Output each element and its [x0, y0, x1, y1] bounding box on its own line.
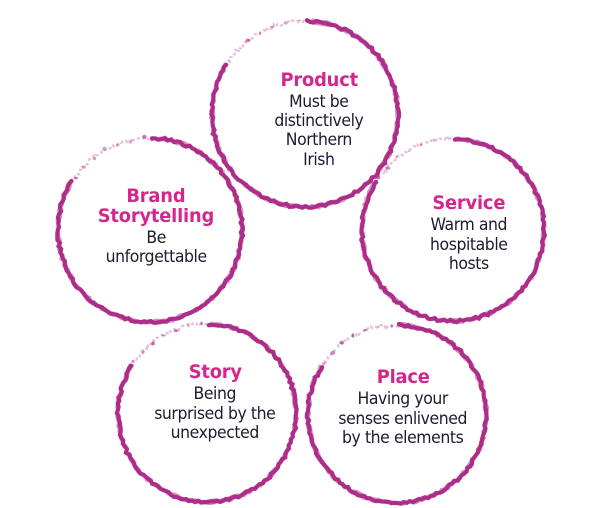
- circle-stroke-fleck: [390, 324, 393, 328]
- circle-stroke-solid: [359, 136, 547, 324]
- circle-brand-storytelling: [55, 133, 246, 325]
- node-title-service: Service: [432, 192, 506, 215]
- circle-stroke-fleck: [129, 139, 133, 144]
- circle-story: [114, 320, 300, 506]
- circle-stroke-fleck: [445, 136, 450, 139]
- circle-stroke-fleck: [395, 155, 398, 160]
- circle-stroke-fleck: [161, 334, 166, 337]
- circle-stroke-fleck: [432, 138, 435, 142]
- circle-stroke-fleck: [407, 150, 411, 153]
- circle-stroke-fleck: [377, 325, 380, 328]
- circle-stroke-fleck: [140, 349, 145, 354]
- circle-stroke-fleck: [351, 333, 355, 338]
- node-title-story: Story: [188, 361, 242, 384]
- circle-stroke-fleck: [186, 323, 190, 326]
- circle-stroke-fleck: [339, 340, 344, 345]
- node-body-brand-storytelling: Be unforgettable: [105, 227, 207, 267]
- circle-stroke-fleck: [385, 166, 391, 170]
- circle-stroke-faint: [224, 17, 310, 66]
- circle-stroke-fleck: [92, 156, 97, 161]
- circle-stroke-fleck: [258, 31, 262, 35]
- circle-place: [304, 320, 490, 506]
- circle-stroke-fleck: [200, 321, 203, 326]
- circle-stroke-fleck: [131, 359, 136, 364]
- circle-stroke-solid: [114, 322, 299, 505]
- node-body-story: Being surprised by the unexpected: [154, 384, 276, 443]
- circle-stroke-faint: [69, 133, 155, 183]
- circle-stroke-fleck: [321, 361, 327, 365]
- circle-stroke-fleck: [245, 38, 251, 43]
- circle-stroke-fleck: [330, 350, 336, 355]
- circle-stroke-fleck: [363, 329, 368, 332]
- circle-service: [358, 136, 548, 325]
- node-title-brand-storytelling: Brand Storytelling: [97, 185, 215, 228]
- circle-stroke-solid: [208, 18, 401, 210]
- circle-stroke-faint: [375, 136, 458, 184]
- circle-stroke-fleck: [283, 21, 288, 25]
- node-body-product: Must be distinctively Northern Irish: [274, 91, 364, 169]
- circle-stroke-fleck: [237, 49, 240, 52]
- circle-stroke-fleck: [376, 175, 381, 180]
- circle-stroke-fleck: [151, 341, 155, 346]
- circle-stroke-faint: [319, 320, 402, 369]
- circle-stroke-fleck: [297, 19, 302, 22]
- circle-stroke-fleck: [82, 165, 87, 169]
- node-body-service: Warm and hospitable hosts: [430, 215, 508, 274]
- circle-stroke-fleck: [142, 134, 147, 139]
- circle-stroke-solid: [305, 321, 490, 506]
- circle-stroke-fleck: [419, 143, 423, 147]
- node-body-place: Having your senses enlivened by the elem…: [338, 389, 468, 448]
- circle-stroke-fleck: [73, 176, 79, 180]
- circle-stroke-solid: [55, 136, 246, 325]
- node-title-product: Product: [280, 68, 358, 91]
- circle-stroke-fleck: [227, 59, 231, 62]
- circle-stroke-fleck: [270, 25, 275, 28]
- circle-stroke-fleck: [102, 146, 107, 151]
- circle-stroke-fleck: [116, 143, 120, 147]
- circle-stroke-solid: [115, 321, 300, 506]
- circle-product: [208, 17, 402, 210]
- node-title-place: Place: [376, 366, 430, 389]
- circle-stroke-fleck: [173, 329, 179, 332]
